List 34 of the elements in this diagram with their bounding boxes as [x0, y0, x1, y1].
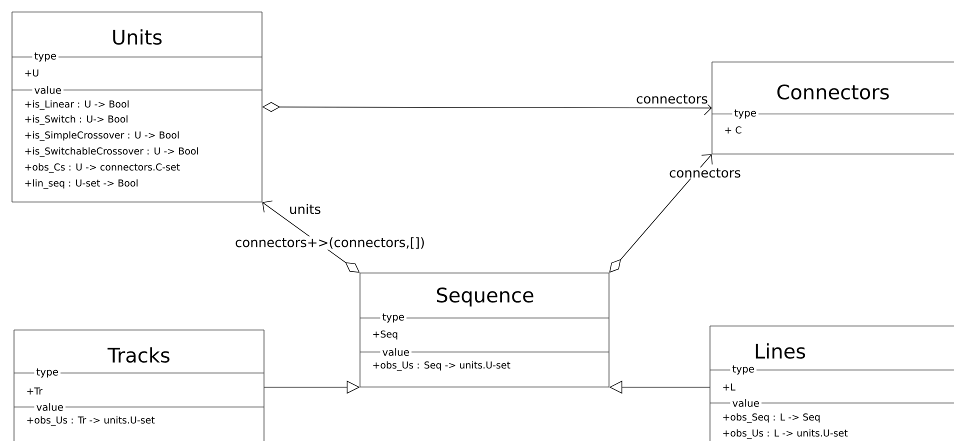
member-text: +L: [723, 384, 736, 390]
member-text: +U: [25, 69, 38, 77]
role-label: connectors+>(connectors,[]): [234, 236, 426, 250]
class-name: Sequence: [437, 288, 534, 306]
member-text: +is_SimpleCrossover : U -> Bool: [25, 131, 179, 141]
class-name: Lines: [756, 343, 806, 359]
section-label: value: [34, 401, 66, 413]
member-text: +obs_Us : Tr -> units.U-set: [27, 416, 155, 426]
section-label: type: [34, 366, 61, 380]
member-text: +obs_Cs : U -> connectors.C-set: [25, 163, 180, 173]
section-label: type: [732, 107, 759, 121]
member-text: +Tr: [27, 388, 42, 394]
member-text: + C: [725, 126, 742, 134]
member-text: +obs_Seq : L -> Seq: [723, 413, 820, 423]
member-text: +is_Switch : U-> Bool: [25, 115, 128, 125]
member-text: +Seq: [373, 330, 398, 340]
edge-label: units: [288, 202, 322, 216]
class-name: Connectors: [777, 84, 889, 100]
edge-label: connectors: [668, 167, 742, 179]
section-label: type: [380, 311, 407, 325]
member-text: +obs_Us : L -> units.U-set: [723, 429, 848, 439]
edge-label: connectors: [635, 93, 709, 105]
member-text: +is_Linear : U -> Bool: [25, 100, 129, 110]
member-text: +is_SwitchableCrossover : U -> Bool: [25, 147, 198, 157]
section-label: type: [32, 50, 59, 64]
member-text: +obs_Us : Seq -> units.U-set: [373, 361, 510, 371]
arrow: [609, 154, 713, 273]
member-text: +lin_seq : U-set -> Bool: [25, 179, 138, 189]
class-name: Tracks: [108, 347, 170, 363]
class-name: Units: [113, 29, 162, 45]
section-label: value: [32, 84, 64, 96]
section-label: value: [380, 346, 412, 358]
section-label: value: [730, 397, 762, 409]
section-label: type: [730, 363, 757, 377]
